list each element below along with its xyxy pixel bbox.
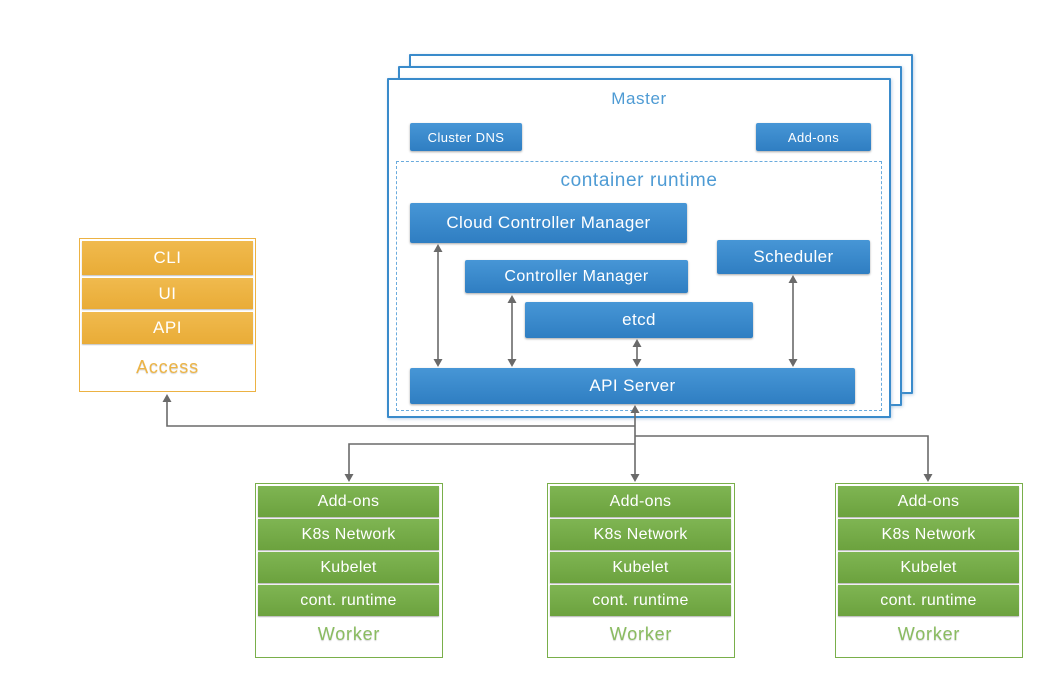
worker-title: Worker xyxy=(609,624,673,644)
access-title: Access xyxy=(136,357,199,377)
etcd-box: etcd xyxy=(525,302,753,338)
api-server-label: API Server xyxy=(589,376,676,395)
worker-item-cont-runtime: cont. runtime xyxy=(838,585,1019,616)
master-addons-label: Add-ons xyxy=(787,129,840,145)
etcd-label: etcd xyxy=(622,310,656,329)
controller-manager-label: Controller Manager xyxy=(504,267,649,285)
access-item-api: API xyxy=(82,312,253,344)
worker-item-k8s-network: K8s Network xyxy=(550,519,731,550)
worker-item-cont-runtime: cont. runtime xyxy=(258,585,439,616)
cluster-dns-box: Cluster DNS xyxy=(410,123,522,151)
cloud-controller-manager-label: Cloud Controller Manager xyxy=(446,213,651,232)
worker-item-cont-runtime: cont. runtime xyxy=(550,585,731,616)
scheduler-label: Scheduler xyxy=(753,247,834,266)
access-box: CLI UI API Access xyxy=(79,238,256,392)
worker-item-k8s-network: K8s Network xyxy=(258,519,439,550)
worker-item-kubelet: Kubelet xyxy=(258,552,439,583)
worker-node-1: Add-ons K8s Network Kubelet cont. runtim… xyxy=(255,483,443,658)
worker-item-addons: Add-ons xyxy=(838,486,1019,517)
container-runtime-title: container runtime xyxy=(560,170,718,191)
access-item-ui: UI xyxy=(82,278,253,309)
worker-title: Worker xyxy=(317,624,381,644)
worker-item-addons: Add-ons xyxy=(258,486,439,517)
worker-item-k8s-network: K8s Network xyxy=(838,519,1019,550)
access-item-cli: CLI xyxy=(82,241,253,275)
cloud-controller-manager-box: Cloud Controller Manager xyxy=(410,203,687,243)
worker-title: Worker xyxy=(897,624,961,644)
api-server-box: API Server xyxy=(410,368,855,404)
worker-node-2: Add-ons K8s Network Kubelet cont. runtim… xyxy=(547,483,735,658)
worker-item-kubelet: Kubelet xyxy=(838,552,1019,583)
master-addons-box: Add-ons xyxy=(756,123,871,151)
cluster-dns-label: Cluster DNS xyxy=(427,129,505,145)
worker-node-3: Add-ons K8s Network Kubelet cont. runtim… xyxy=(835,483,1023,658)
master-title: Master xyxy=(611,89,667,108)
container-runtime-box xyxy=(396,161,882,411)
worker-item-kubelet: Kubelet xyxy=(550,552,731,583)
scheduler-box: Scheduler xyxy=(717,240,870,274)
worker-item-addons: Add-ons xyxy=(550,486,731,517)
controller-manager-box: Controller Manager xyxy=(465,260,688,293)
